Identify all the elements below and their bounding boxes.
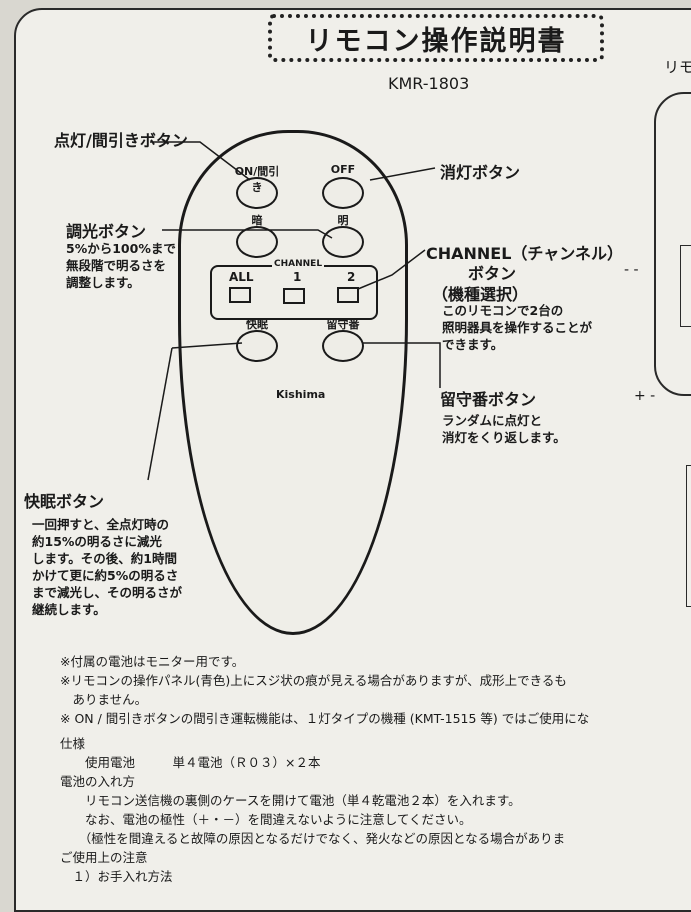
note-line: ありません。 <box>60 692 148 707</box>
model-number: KMR-1803 <box>388 74 470 93</box>
next-page-title: リモ <box>664 58 691 76</box>
away-callout-desc: ランダムに点灯と 消灯をくり返します。 <box>442 413 566 445</box>
channel-callout-title-2: ボタン <box>468 264 517 283</box>
ch-1-button <box>283 288 305 304</box>
spec-heading: 仕様 <box>60 736 86 751</box>
caution-line: １）お手入れ方法 <box>60 869 173 884</box>
note-line: ※付属の電池はモニター用です。 <box>60 654 245 669</box>
on-button <box>236 177 278 209</box>
ch-1-label: 1 <box>293 270 302 284</box>
sleep-button <box>236 330 278 362</box>
channel-callout-desc: このリモコンで2台の 照明器具を操作することが できます。 <box>442 303 593 352</box>
sleep-callout-title: 快眠ボタン <box>24 492 105 511</box>
bright-button-label: 明 <box>337 214 349 227</box>
sleep-button-label: 快眠 <box>246 318 268 331</box>
caution-heading: ご使用上の注意 <box>60 850 148 865</box>
next-page-edge <box>640 0 691 894</box>
notes-section: ※付属の電池はモニター用です。 ※リモコンの操作パネル(青色)上にスジ状の痕が見… <box>60 652 589 886</box>
ch-2-button <box>337 287 359 303</box>
dim-callout-desc: 5%から100%まで 無段階で明るさを 調整します。 <box>66 241 176 290</box>
brand-logo: Kishima <box>276 388 326 401</box>
away-button <box>322 330 364 362</box>
note-line: ※ ON / 間引きボタンの間引き運転機能は、１灯タイプの機種 (KMT-151… <box>60 711 590 726</box>
off-callout-title: 消灯ボタン <box>440 163 521 182</box>
away-button-label: 留守番 <box>326 318 360 331</box>
off-button-label: OFF <box>330 163 356 176</box>
page-title: リモコン操作説明書 <box>268 14 604 62</box>
spec-line: 使用電池 単４電池（Ｒ０３）×２本 <box>60 755 321 770</box>
on-callout-title: 点灯/間引きボタン <box>54 131 188 150</box>
dim-callout-title: 調光ボタン <box>66 222 147 241</box>
battery-line: リモコン送信機の裏側のケースを開けて電池（単４乾電池２本）を入れます。 <box>60 793 521 808</box>
ch-all-button <box>229 287 251 303</box>
off-button <box>322 177 364 209</box>
on-button-label: ON/間引き <box>234 165 280 194</box>
dim-button-label: 暗 <box>251 214 263 227</box>
bright-button <box>322 226 364 258</box>
channel-panel-label: CHANNEL <box>272 259 325 269</box>
ch-all-label: ALL <box>229 270 254 284</box>
dim-button <box>236 226 278 258</box>
battery-line: なお、電池の極性（＋・－）を間違えないように注意してください。 <box>60 812 472 827</box>
away-callout-title: 留守番ボタン <box>440 390 537 409</box>
ch-2-label: 2 <box>347 270 356 284</box>
channel-callout-title-3: （機種選択） <box>432 285 529 304</box>
channel-callout-title-1: CHANNEL（チャンネル） <box>426 244 623 263</box>
note-line: ※リモコンの操作パネル(青色)上にスジ状の痕が見える場合がありますが、成形上でき… <box>60 673 567 688</box>
battery-heading: 電池の入れ方 <box>60 774 136 789</box>
battery-line: （極性を間違えると故障の原因となるだけでなく、発火などの原因となる場合がありま <box>60 831 566 846</box>
sleep-callout-desc: 一回押すと、全点灯時の 約15%の明るさに減光 します。その後、約1時間 かけて… <box>32 517 183 617</box>
